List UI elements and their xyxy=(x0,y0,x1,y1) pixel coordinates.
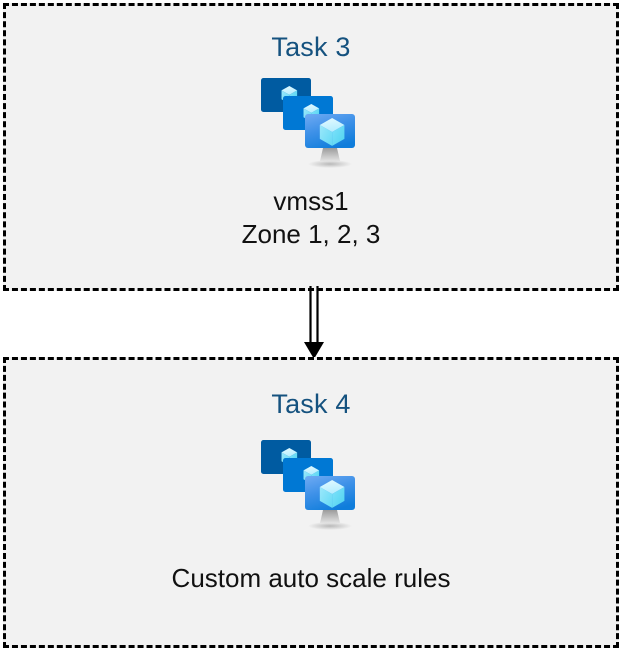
task-4-heading: Task 4 xyxy=(271,389,351,419)
task-4-labels: Custom auto scale rules xyxy=(172,562,451,595)
task-3-label-line-1: vmss1 xyxy=(273,186,349,216)
task-3-heading: Task 3 xyxy=(271,32,351,62)
task-3-labels: vmss1 Zone 1, 2, 3 xyxy=(242,185,381,251)
azure-vm-scale-set-icon xyxy=(259,436,363,530)
arrow-down-double-line-icon xyxy=(296,286,332,360)
azure-vm-scale-set-icon xyxy=(259,74,363,168)
task-box-task-3[interactable]: Task 3 xyxy=(3,3,619,291)
task-3-label-line-2: Zone 1, 2, 3 xyxy=(241,219,381,249)
task-4-label-line-1: Custom auto scale rules xyxy=(171,563,451,593)
task-box-task-4[interactable]: Task 4 xyxy=(3,357,619,648)
